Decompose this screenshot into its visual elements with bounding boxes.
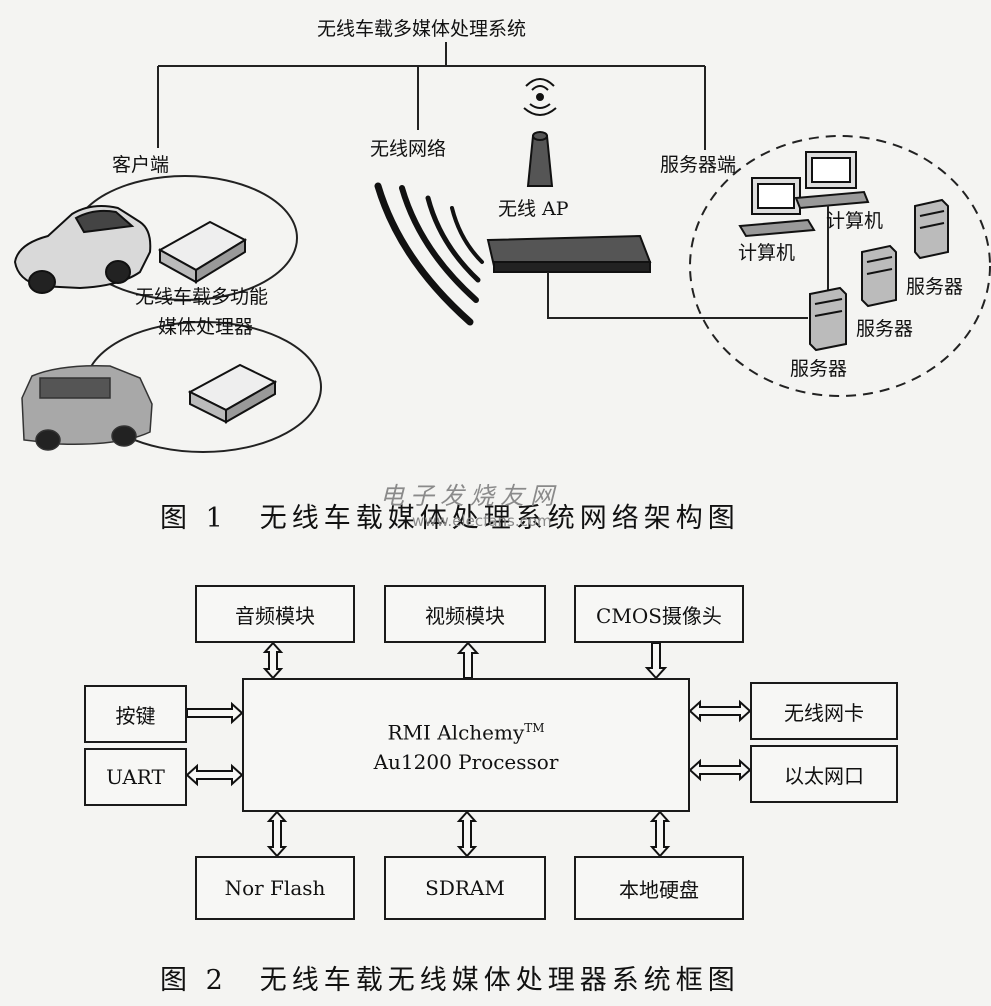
media-processor-device-icon-2 [187,363,278,424]
van-icon [21,364,153,451]
processor-name-line2: Au1200 Processor [373,750,559,775]
antenna-icon [523,78,557,187]
server-side-label: 服务器端 [660,154,737,176]
car-icon [13,205,152,294]
arrow-uart [185,763,244,787]
wireless-waves-icon [374,182,484,326]
arrow-norflash [266,810,288,858]
arrow-audio [262,641,284,680]
arrow-wifi-card [688,699,752,723]
watermark-text: 电子发烧友网 [380,482,560,510]
arrow-video [456,641,480,679]
server-icon-3 [809,286,847,352]
server-label-1: 服务器 [906,276,964,298]
server-label-3: 服务器 [790,358,848,380]
wireless-network-label: 无线网络 [370,138,447,160]
server-icon-2 [861,244,897,308]
uart-box: UART [84,748,187,806]
video-module-box: 视频模块 [384,585,546,643]
arrow-keys [186,701,244,725]
arrow-hdd [649,810,671,858]
media-processor-label-line2: 媒体处理器 [158,316,254,338]
computer-icon-2 [794,151,870,210]
sdram-box: SDRAM [384,856,546,920]
arrow-ethernet [688,758,752,782]
computer-label-1: 计算机 [738,242,796,264]
system-title: 无线车载多媒体处理系统 [317,18,527,40]
wifi-card-box: 无线网卡 [750,682,898,740]
arrow-sdram [456,810,478,858]
figure2-caption: 图 2 无线车载无线媒体处理器系统框图 [160,965,740,996]
client-label: 客户端 [112,154,170,176]
media-processor-device-icon [157,220,248,284]
processor-name-line1: RMI AlchemyTM [387,720,545,745]
media-processor-label-line1: 无线车载多功能 [135,286,269,308]
arrow-cmos [644,642,668,680]
system-tree-lines [157,42,706,150]
audio-module-box: 音频模块 [195,585,355,643]
router-icon [486,234,652,273]
local-hdd-box: 本地硬盘 [574,856,744,920]
computer-icon [738,177,816,238]
server-icon [914,198,949,260]
watermark-url: www.elecfans.com [412,512,552,530]
ap-server-link [547,272,808,319]
cmos-camera-box: CMOS摄像头 [574,585,744,643]
ethernet-port-box: 以太网口 [750,745,898,803]
wireless-ap-label: 无线 AP [498,198,569,220]
computer-label-2: 计算机 [826,210,884,232]
server-label-2: 服务器 [856,318,914,340]
figure1-caption: 图 1 无线车载媒体处理系统网络架构图 [160,503,740,534]
processor-box: RMI AlchemyTM Au1200 Processor [242,678,690,812]
keys-box: 按键 [84,685,187,743]
server-group-dashed-circle [689,135,991,397]
nor-flash-box: Nor Flash [195,856,355,920]
